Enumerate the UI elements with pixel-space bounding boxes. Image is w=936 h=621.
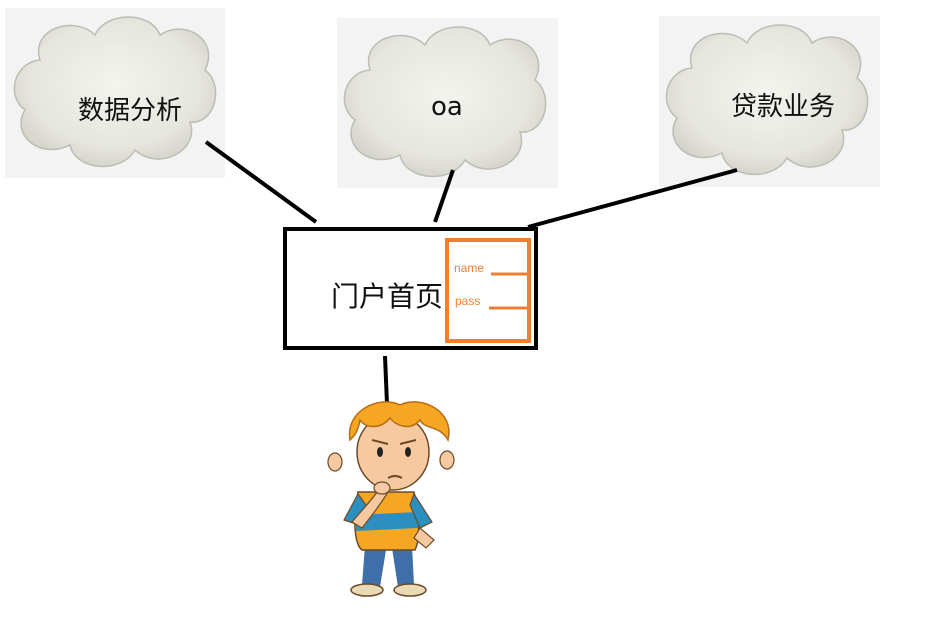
portal-title: 门户首页	[331, 280, 444, 313]
connector-loan-business	[527, 168, 738, 229]
login-form-box	[445, 238, 531, 343]
connector-user	[383, 355, 389, 405]
connector-data-analysis	[204, 140, 318, 224]
name-field-label: name	[454, 261, 485, 275]
cloud-shape-loan-business	[665, 24, 869, 175]
cloud-shape-oa	[343, 26, 547, 177]
cloud-shape-data-analysis	[13, 16, 217, 167]
cloud-label-data-analysis: 数据分析	[78, 96, 183, 126]
cloud-label-loan-business: 贷款业务	[731, 92, 836, 122]
connector-oa	[433, 169, 455, 223]
pass-field-label: pass	[455, 294, 481, 308]
cloud-label-oa: oa	[431, 92, 463, 122]
thinking-boy-icon	[327, 401, 455, 597]
